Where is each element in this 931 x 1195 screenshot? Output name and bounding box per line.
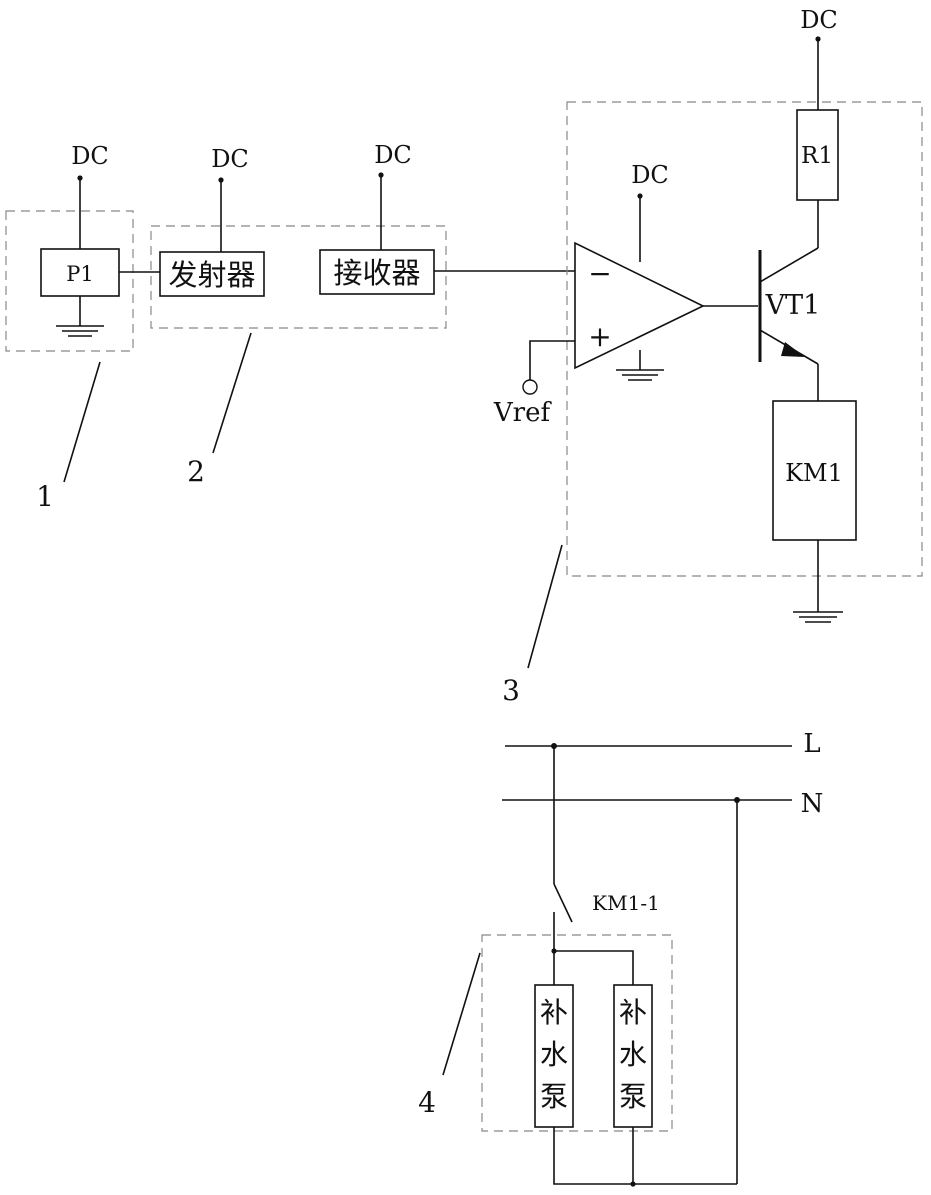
dc-terminal-transmitter [218, 177, 224, 183]
callout-3: 3 [502, 674, 520, 707]
transistor-vt1: VT1 [758, 247, 821, 365]
callout-2: 2 [187, 455, 205, 488]
contact-km1-1 [553, 883, 573, 923]
live-label: L [803, 729, 820, 759]
pump-1-char-1: 补 [540, 996, 568, 1029]
relay-coil-km1 [772, 400, 857, 541]
pump-1-char-2: 水 [540, 1038, 568, 1071]
callout-4: 4 [418, 1086, 436, 1119]
emitter-arrow [781, 342, 805, 357]
receiver-box [319, 249, 435, 295]
vref-label: Vref [493, 398, 553, 428]
dc-terminal-r1 [815, 36, 821, 42]
module-3-boundary [566, 101, 923, 577]
pump-2-char-3: 泵 [619, 1080, 647, 1113]
km1-contact-label: KM1-1 [592, 891, 660, 915]
pump-1-char-3: 泵 [540, 1080, 568, 1113]
pump-power-circuit: L N KM1-1 补 水 泵 补 水 泵 [481, 729, 824, 1187]
transmitter-label: 发射器 [168, 258, 255, 292]
module-3-driver: − + DC Vref VT1 R1 [493, 6, 923, 623]
dc-label-transmitter: DC [211, 145, 249, 173]
ground-symbol-km1 [793, 611, 843, 623]
dc-terminal-p1 [77, 175, 83, 181]
dc-label-comparator: DC [631, 161, 669, 189]
comparator: − + DC [574, 161, 705, 381]
ground-symbol-comparator [616, 369, 664, 381]
vt1-label: VT1 [765, 290, 821, 321]
neutral-label: N [801, 789, 824, 819]
pump-2-box [613, 984, 653, 1128]
module-2-boundary [150, 225, 447, 329]
vref-terminal [522, 379, 538, 395]
resistor-r1 [796, 109, 839, 201]
module-2-optical-pair: DC 发射器 DC 接收器 [150, 141, 600, 329]
r1-label: R1 [801, 143, 833, 169]
module-4-boundary [481, 934, 673, 1132]
transmitter-box [159, 251, 265, 297]
dc-label-r1: DC [800, 6, 838, 34]
callouts: 1 2 3 4 [36, 332, 563, 1119]
dc-label-p1: DC [71, 142, 109, 170]
ground-symbol-p1 [56, 325, 104, 337]
comparator-plus-sign: + [588, 320, 611, 353]
callout-1: 1 [36, 480, 54, 513]
pump-2-char-2: 水 [619, 1038, 647, 1071]
dc-terminal-receiver [378, 172, 384, 178]
pump-2-char-1: 补 [619, 996, 647, 1029]
km1-label: KM1 [785, 459, 843, 487]
pump-1-box [534, 984, 574, 1128]
dc-terminal-comparator [637, 193, 643, 199]
module-1-boundary [5, 210, 134, 352]
sensor-p1-label: P1 [66, 262, 94, 286]
comparator-minus-sign: − [588, 257, 611, 290]
dc-label-receiver: DC [374, 141, 412, 169]
module-1-sensor: DC P1 [5, 142, 160, 352]
receiver-label: 接收器 [333, 256, 420, 290]
